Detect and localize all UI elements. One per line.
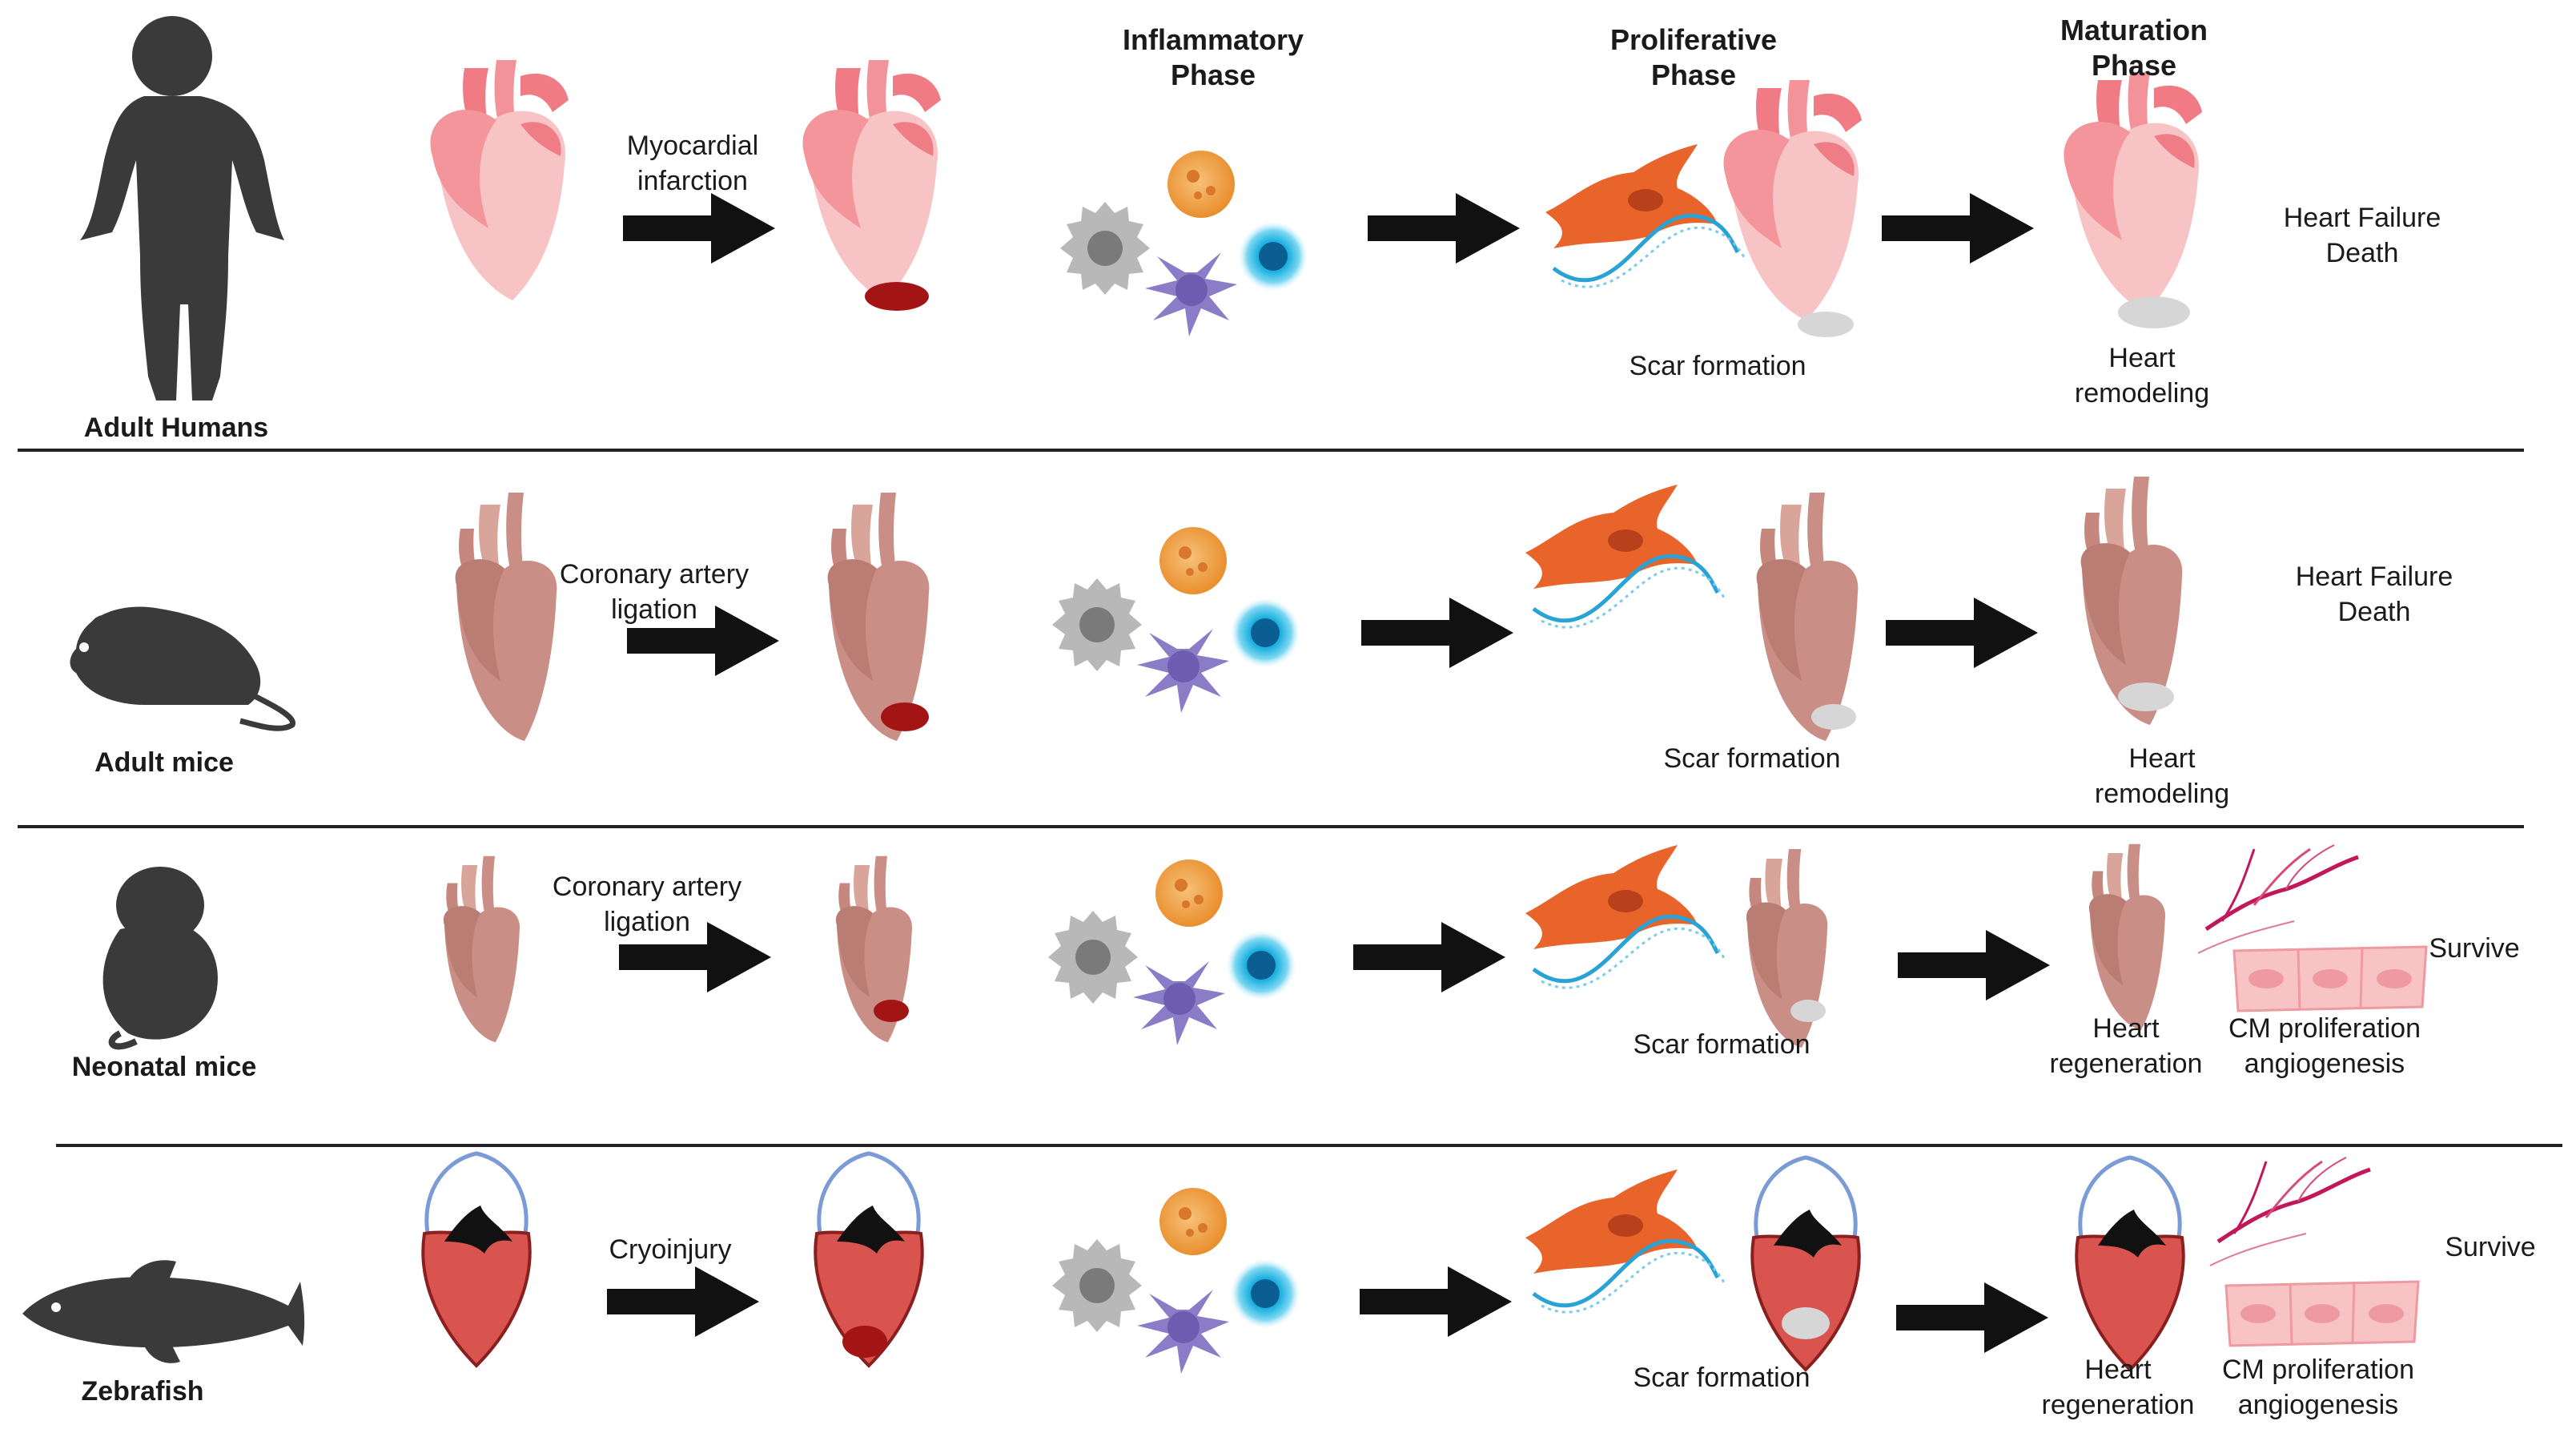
scar-label: Scar formation <box>1629 351 1806 381</box>
maturation-line: remodeling <box>2074 378 2210 409</box>
organism-label: Adult mice <box>94 747 234 778</box>
heart-icon <box>455 493 557 741</box>
outcome-line: Heart Failure <box>2283 203 2441 233</box>
injury-line: Coronary artery <box>552 871 742 902</box>
maturation-line: regeneration <box>2049 1049 2203 1079</box>
injury-line: ligation <box>604 907 690 937</box>
outcome-label: Survive <box>2445 1232 2536 1262</box>
regenerated-heart-icon <box>2076 1157 2183 1370</box>
header-maturation-line2: Phase <box>2091 49 2177 82</box>
outcome-line: Heart Failure <box>2295 562 2453 592</box>
maturation-label: Heart remodeling <box>2075 340 2209 411</box>
regeneration-detail-label: CM proliferation angiogenesis <box>2228 1011 2421 1081</box>
regeneration-detail-label: CM proliferation angiogenesis <box>2222 1352 2414 1423</box>
neonatal-mouse-silhouette-icon <box>102 867 218 1050</box>
maturation-label: Heart remodeling <box>2095 741 2229 811</box>
header-maturation-line1: Maturation <box>2060 14 2208 46</box>
remodeled-heart-icon <box>2080 477 2183 725</box>
scar-label: Scar formation <box>1663 743 1841 774</box>
header-inflammatory-line2: Phase <box>1170 58 1256 91</box>
header-inflammatory: Inflammatory Phase <box>1123 22 1304 93</box>
injured-heart-icon <box>815 1153 922 1366</box>
organism-label: Zebrafish <box>81 1376 204 1407</box>
scar-heart-icon <box>1756 493 1859 741</box>
mouse-silhouette-icon <box>70 606 295 731</box>
maturation-line: regeneration <box>2041 1390 2195 1420</box>
scar-heart-icon <box>1723 80 1862 337</box>
injury-line: ligation <box>611 594 697 625</box>
maturation-line: remodeling <box>2094 779 2230 809</box>
heart-icon <box>444 855 520 1043</box>
injury-label: Coronary artery ligation <box>553 869 741 940</box>
infarcted-heart-icon <box>802 60 941 311</box>
header-proliferative-line2: Phase <box>1650 58 1737 91</box>
regeneration-detail-line: CM proliferation <box>2222 1355 2414 1385</box>
scar-heart-icon <box>1752 1157 1859 1370</box>
zebrafish-silhouette-icon <box>22 1260 305 1363</box>
injury-line: Myocardial <box>626 131 759 161</box>
scar-heart-icon <box>1746 849 1828 1048</box>
injury-line: infarction <box>637 166 748 196</box>
header-proliferative-line1: Proliferative <box>1609 23 1778 56</box>
heart-icon <box>430 60 569 300</box>
maturation-line: Heart <box>2084 1355 2152 1385</box>
maturation-line: Heart <box>2092 1013 2160 1044</box>
organism-label: Adult Humans <box>83 413 269 443</box>
infarcted-heart-icon <box>827 493 930 741</box>
injury-label: Cryoinjury <box>609 1234 732 1265</box>
scar-label: Scar formation <box>1633 1363 1810 1393</box>
inflammatory-cells-icon <box>1052 527 1300 713</box>
outcome-line: Death <box>2337 597 2411 627</box>
heart-icon <box>423 1153 529 1366</box>
regeneration-detail-line: angiogenesis <box>2244 1049 2405 1079</box>
organism-label: Neonatal mice <box>71 1052 257 1082</box>
injury-label: Myocardial infarction <box>627 128 758 199</box>
regeneration-detail-line: CM proliferation <box>2228 1013 2421 1044</box>
inflammatory-cells-icon <box>1052 1188 1300 1374</box>
inflammatory-cells-icon <box>1060 151 1308 336</box>
remodeled-heart-icon <box>2064 72 2202 328</box>
scar-label: Scar formation <box>1633 1029 1810 1060</box>
outcome-label: Heart Failure Death <box>2284 200 2441 271</box>
maturation-label: Heart regeneration <box>2050 1011 2203 1081</box>
maturation-label: Heart regeneration <box>2042 1352 2195 1423</box>
injury-label: Coronary artery ligation <box>560 557 749 627</box>
maturation-line: Heart <box>2108 343 2176 373</box>
inflammatory-cells-icon <box>1048 859 1296 1045</box>
human-silhouette-icon <box>80 16 284 401</box>
outcome-label: Heart Failure Death <box>2296 559 2453 630</box>
injury-line: Coronary artery <box>559 559 749 590</box>
regeneration-detail-line: angiogenesis <box>2237 1390 2399 1420</box>
header-inflammatory-line1: Inflammatory <box>1122 23 1304 56</box>
header-proliferative: Proliferative Phase <box>1610 22 1777 93</box>
outcome-label: Survive <box>2429 933 2520 964</box>
maturation-line: Heart <box>2128 743 2196 774</box>
regenerated-heart-icon <box>2089 843 2166 1031</box>
header-maturation: Maturation Phase <box>2060 13 2208 83</box>
outcome-line: Death <box>2325 238 2399 268</box>
infarcted-heart-icon <box>836 855 913 1043</box>
